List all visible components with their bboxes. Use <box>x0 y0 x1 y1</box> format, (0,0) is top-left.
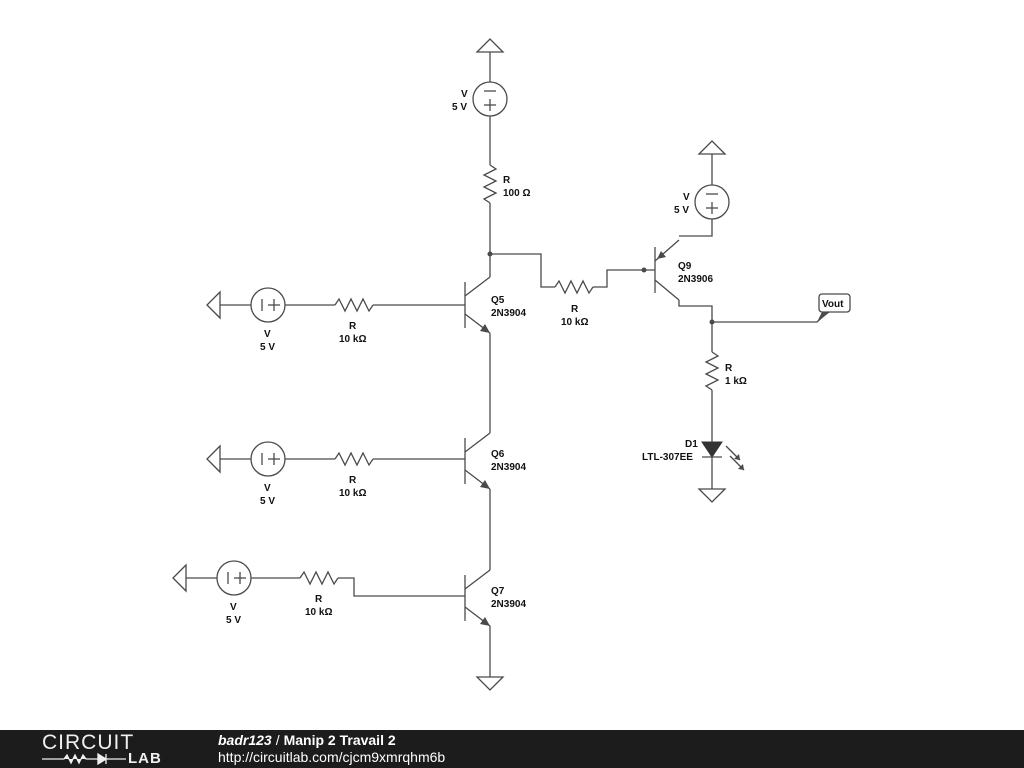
q9-part: 2N3906 <box>678 274 713 285</box>
r-q6-name: R <box>349 475 357 486</box>
q5-name: Q5 <box>491 295 505 306</box>
d1-part: LTL-307EE <box>642 452 693 463</box>
supply-right-value: 5 V <box>674 205 689 216</box>
q9-name: Q9 <box>678 261 692 272</box>
logo-wave-icon <box>42 752 126 766</box>
d1-name: D1 <box>685 439 698 450</box>
circuit-schematic: V 5 V R 100 Ω Q5 2N3904 V 5 V R 10 kΩ <box>172 38 851 691</box>
resistor-q5-base[interactable]: R 10 kΩ <box>334 297 374 345</box>
voltage-source-q7[interactable]: V 5 V <box>216 560 252 626</box>
vout-probe[interactable]: Vout <box>817 293 851 322</box>
voltage-source-right[interactable]: V 5 V <box>674 184 730 220</box>
r-q6-value: 10 kΩ <box>339 488 366 499</box>
supply-q6-value: 5 V <box>260 496 275 507</box>
resistor-q6-base[interactable]: R 10 kΩ <box>334 451 374 499</box>
transistor-q6[interactable]: Q6 2N3904 <box>464 432 526 490</box>
circuit-title: Manip 2 Travail 2 <box>283 732 396 748</box>
r-q7-value: 10 kΩ <box>305 607 332 618</box>
supply-right-name: V <box>683 192 690 203</box>
q6-part: 2N3904 <box>491 462 526 473</box>
circuit-title-line: badr123/Manip 2 Travail 2 <box>218 732 396 748</box>
r-led-name: R <box>725 363 733 374</box>
r-collector-value: 100 Ω <box>503 188 530 199</box>
supply-q7-value: 5 V <box>226 615 241 626</box>
q7-part: 2N3904 <box>491 599 526 610</box>
supply-q6-name: V <box>264 483 271 494</box>
logo-bottom-text: LAB <box>128 750 162 767</box>
voltage-source-q5[interactable]: V 5 V <box>250 287 286 353</box>
resistor-collector[interactable]: R 100 Ω <box>482 164 530 204</box>
q7-name: Q7 <box>491 586 505 597</box>
supply-top-name: V <box>461 89 468 100</box>
r-collector-name: R <box>503 175 511 186</box>
supply-top-value: 5 V <box>452 102 467 113</box>
supply-q5-value: 5 V <box>260 342 275 353</box>
supply-q5-name: V <box>264 329 271 340</box>
ground-right-top <box>697 140 727 185</box>
r-led-value: 1 kΩ <box>725 376 747 387</box>
q6-name: Q6 <box>491 449 505 460</box>
q5-part: 2N3904 <box>491 308 526 319</box>
logo-top-text: CIRCUIT <box>42 731 135 754</box>
ground-q7-input <box>172 563 217 593</box>
footer-bar: CIRCUIT LAB badr123/Manip 2 Travail 2 ht… <box>0 730 1024 768</box>
voltage-source-top[interactable]: V 5 V <box>452 81 508 117</box>
ground-q6-input <box>206 444 251 474</box>
r-q5-name: R <box>349 321 357 332</box>
title-separator: / <box>275 732 280 748</box>
ground-top <box>475 38 505 82</box>
r-q9-name: R <box>571 304 579 315</box>
voltage-source-q6[interactable]: V 5 V <box>250 441 286 507</box>
ground-led <box>697 488 727 503</box>
ground-q5-input <box>206 290 251 320</box>
transistor-q7[interactable]: Q7 2N3904 <box>464 569 526 627</box>
circuitlab-logo[interactable]: CIRCUIT LAB <box>42 731 182 767</box>
led-d1[interactable]: D1 LTL-307EE <box>642 439 745 471</box>
vout-label: Vout <box>822 299 844 310</box>
author-link[interactable]: badr123 <box>218 732 272 748</box>
transistor-q5[interactable]: Q5 2N3904 <box>464 276 526 334</box>
resistor-q9-base[interactable]: R 10 kΩ <box>554 279 594 328</box>
resistor-led[interactable]: R 1 kΩ <box>704 351 747 391</box>
ground-bottom <box>475 676 505 691</box>
r-q9-value: 10 kΩ <box>561 317 588 328</box>
transistor-q9[interactable]: Q9 2N3906 <box>654 239 713 301</box>
circuit-url-link[interactable]: http://circuitlab.com/cjcm9xmrqhm6b <box>218 749 446 765</box>
resistor-q7-base[interactable]: R 10 kΩ <box>299 570 339 618</box>
r-q7-name: R <box>315 594 323 605</box>
r-q5-value: 10 kΩ <box>339 334 366 345</box>
supply-q7-name: V <box>230 602 237 613</box>
